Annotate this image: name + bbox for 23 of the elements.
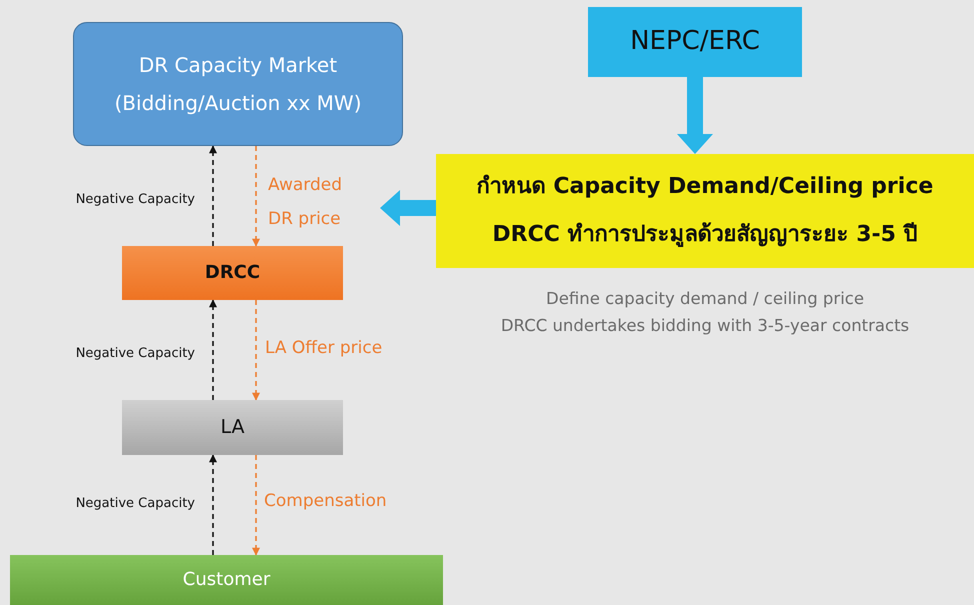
node-text: NEPC/ERC	[630, 25, 760, 58]
dashed-arrow	[209, 299, 217, 400]
node-text: กำหนด Capacity Demand/Ceiling price	[476, 173, 934, 202]
dashed-arrow	[209, 454, 217, 555]
authority-box	[588, 7, 802, 77]
customer-box	[10, 555, 443, 605]
translation-text: Define capacity demand / ceiling price	[546, 288, 864, 310]
node-text: LA	[220, 415, 245, 440]
dashed-arrow	[252, 146, 260, 247]
market-box	[73, 22, 403, 146]
node-text: DR Capacity Market (Bidding/Auction xx MW)	[113, 52, 363, 117]
block-arrow	[380, 190, 436, 226]
translation-text: DRCC undertakes bidding with 3-5-year contracts	[500, 315, 910, 337]
dashed-arrow	[252, 455, 260, 556]
policy-box	[436, 154, 974, 268]
node-text: DRCC ทำการประมูลด้วยสัญญาระยะ 3-5 ปี	[492, 221, 918, 249]
process-box	[122, 400, 343, 455]
node-text: DRCC	[204, 260, 260, 285]
dashed-arrow	[209, 145, 217, 246]
node-text: Customer	[182, 568, 270, 592]
dashed-arrow	[252, 300, 260, 401]
block-arrow	[677, 77, 713, 154]
process-box	[122, 246, 343, 300]
